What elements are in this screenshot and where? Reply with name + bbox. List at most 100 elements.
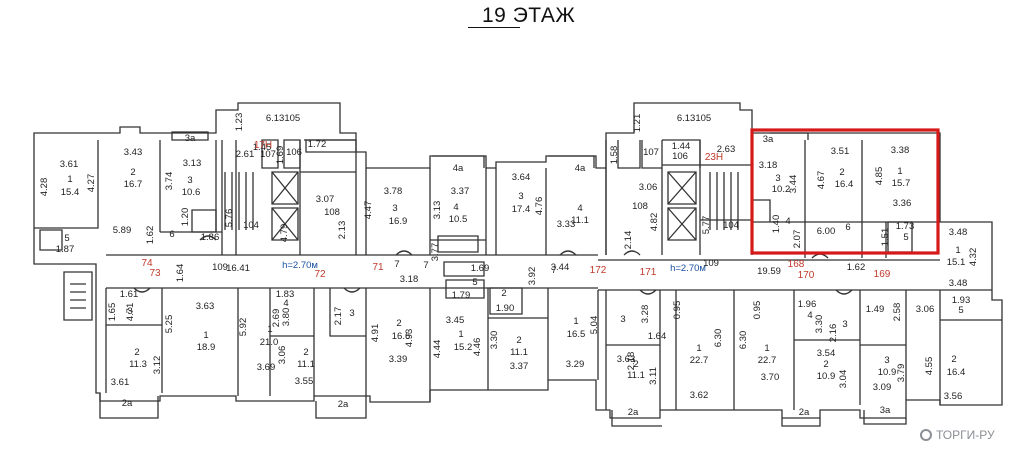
- corridor-label: 16.41: [226, 263, 250, 274]
- plan-dimension-label: 4.82: [649, 213, 660, 232]
- plan-dimension-label: 3.51: [831, 146, 850, 157]
- plan-dimension-label: 2.69: [271, 309, 282, 328]
- plan-dimension-label: 3.28: [640, 305, 651, 324]
- plan-dimension-label: 1.61: [120, 289, 139, 300]
- plan-dimension-label: 4.93: [404, 329, 415, 348]
- plan-dimension-label: 16.6: [392, 331, 411, 342]
- plan-dimension-label: 2.14: [623, 231, 634, 250]
- plan-dimension-label: 2.63: [717, 144, 736, 155]
- plan-dimension-label: 18.9: [197, 342, 216, 353]
- plan-dimension-label: 6.00: [817, 226, 836, 237]
- plan-dimension-label: 3: [620, 314, 625, 325]
- plan-dimension-label: 15.1: [947, 257, 966, 268]
- plan-dimension-label: 5.25: [164, 315, 175, 334]
- plan-dimension-label: 5: [472, 277, 477, 288]
- plan-dimension-label: 4: [453, 202, 458, 213]
- watermark: ТОРГИ-РУ: [920, 428, 995, 442]
- plan-dimension-label: 1.62: [847, 262, 866, 273]
- plan-dimension-label: 6.13105: [677, 113, 711, 124]
- plan-dimension-label: 107: [643, 147, 659, 158]
- corridor-label: 19.59: [757, 266, 781, 277]
- plan-dimension-label: 2а: [338, 399, 349, 410]
- plan-dimension-label: 4.44: [432, 340, 443, 359]
- plan-dimension-label: 2.58: [892, 303, 903, 322]
- plan-dimension-label: 16.4: [835, 179, 854, 190]
- plan-dimension-label: 11.1: [627, 370, 645, 381]
- plan-dimension-label: 4: [785, 216, 790, 227]
- plan-dimension-label: 0.95: [672, 301, 683, 320]
- plan-dimension-label: 1.62: [145, 226, 156, 245]
- plan-dimension-label: 3.44: [788, 175, 799, 194]
- plan-dimension-label: 5.77: [701, 216, 712, 235]
- plan-dimension-label: 3.39: [389, 354, 408, 365]
- plan-dimension-label: 4.91: [370, 324, 381, 343]
- plan-dimension-label: 6: [845, 222, 850, 233]
- plan-dimension-label: 6.30: [713, 329, 724, 348]
- plan-dimension-label: 3.61: [60, 159, 79, 170]
- plan-dimension-label: 1: [203, 330, 208, 341]
- plan-dimension-label: 3.30: [489, 331, 500, 350]
- plan-dimension-label: 3.06: [277, 346, 288, 365]
- plan-dimension-label: 2.61: [236, 149, 255, 160]
- plan-dimension-label: 5.89: [113, 225, 132, 236]
- plan-dimension-label: 3: [349, 308, 354, 319]
- plan-dimension-label: 1.45: [253, 142, 272, 153]
- plan-dimension-label: 3а: [185, 133, 196, 144]
- plan-dimension-label: 7: [394, 259, 399, 270]
- plan-dimension-label: 1: [267, 324, 272, 335]
- plan-dimension-label: 2: [839, 167, 844, 178]
- plan-dimension-label: 3: [127, 306, 132, 317]
- plan-unit-number: 71: [372, 262, 384, 273]
- plan-dimension-label: 3.30: [814, 315, 825, 334]
- plan-dimension-label: 22.7: [758, 355, 777, 366]
- plan-dimension-label: 3.09: [873, 382, 892, 393]
- plan-dimension-label: 2а: [799, 407, 810, 418]
- plan-dimension-label: 1.64: [175, 264, 186, 283]
- plan-dimension-label: 2: [516, 335, 521, 346]
- plan-dimension-label: 1.49: [866, 304, 885, 315]
- plan-dimension-label: 3.36: [893, 198, 912, 209]
- plan-dimension-label: 1.86: [201, 232, 220, 243]
- plan-dimension-label: 17.4: [512, 204, 531, 215]
- plan-dimension-label: 16.4: [947, 367, 966, 378]
- plan-dimension-label: 1.79: [452, 290, 471, 301]
- plan-dimension-label: 1.87: [56, 244, 75, 255]
- watermark-logo-icon: [920, 429, 932, 441]
- plan-dimension-label: 1.69: [471, 263, 490, 274]
- plan-dimension-label: 3.38: [891, 145, 910, 156]
- plan-dimension-label: 2: [134, 347, 139, 358]
- plan-dimension-label: 4.46: [472, 338, 483, 357]
- plan-dimension-label: 4.32: [968, 248, 979, 267]
- plan-dimension-label: 3.07: [316, 194, 335, 205]
- plan-dimension-label: 3.37: [451, 186, 470, 197]
- plan-dimension-label: 3.54: [817, 348, 836, 359]
- plan-dimension-label: 2: [303, 347, 308, 358]
- plan-dimension-label: 10.9: [817, 371, 836, 382]
- plan-dimension-label: 104: [243, 220, 259, 231]
- plan-dimension-label: 3.77: [430, 243, 441, 262]
- plan-dimension-label: 3а: [880, 405, 891, 416]
- plan-dimension-label: 1: [67, 174, 72, 185]
- plan-dimension-label: 1.65: [107, 303, 118, 322]
- plan-dimension-label: 4а: [453, 163, 464, 174]
- plan-dimension-label: 3: [842, 319, 847, 330]
- watermark-text: ТОРГИ-РУ: [936, 428, 995, 442]
- floor-title: 19 ЭТАЖ: [482, 4, 576, 27]
- plan-dimension-label: 3.61: [111, 377, 130, 388]
- plan-dimension-label: 4.71: [125, 303, 136, 322]
- plan-dimension-label: 3.06: [916, 304, 935, 315]
- plan-dimension-label: 3.70: [761, 372, 780, 383]
- plan-dimension-label: 1: [573, 316, 578, 327]
- plan-dimension-label: 4.67: [816, 171, 827, 190]
- plan-dimension-label: 5.92: [238, 318, 249, 337]
- corridor-label: h=2.70м: [282, 260, 318, 271]
- plan-unit-number: 73: [149, 268, 161, 279]
- plan-dimension-label: 2: [501, 288, 506, 299]
- plan-dimension-label: 3.37: [510, 361, 529, 372]
- plan-dimension-label: 4.47: [363, 201, 374, 220]
- plan-dimension-label: 1.90: [496, 303, 515, 314]
- plan-dimension-label: 5.04: [589, 316, 600, 335]
- plan-dimension-label: 4.55: [924, 357, 935, 376]
- plan-dimension-label: 1.40: [771, 215, 782, 234]
